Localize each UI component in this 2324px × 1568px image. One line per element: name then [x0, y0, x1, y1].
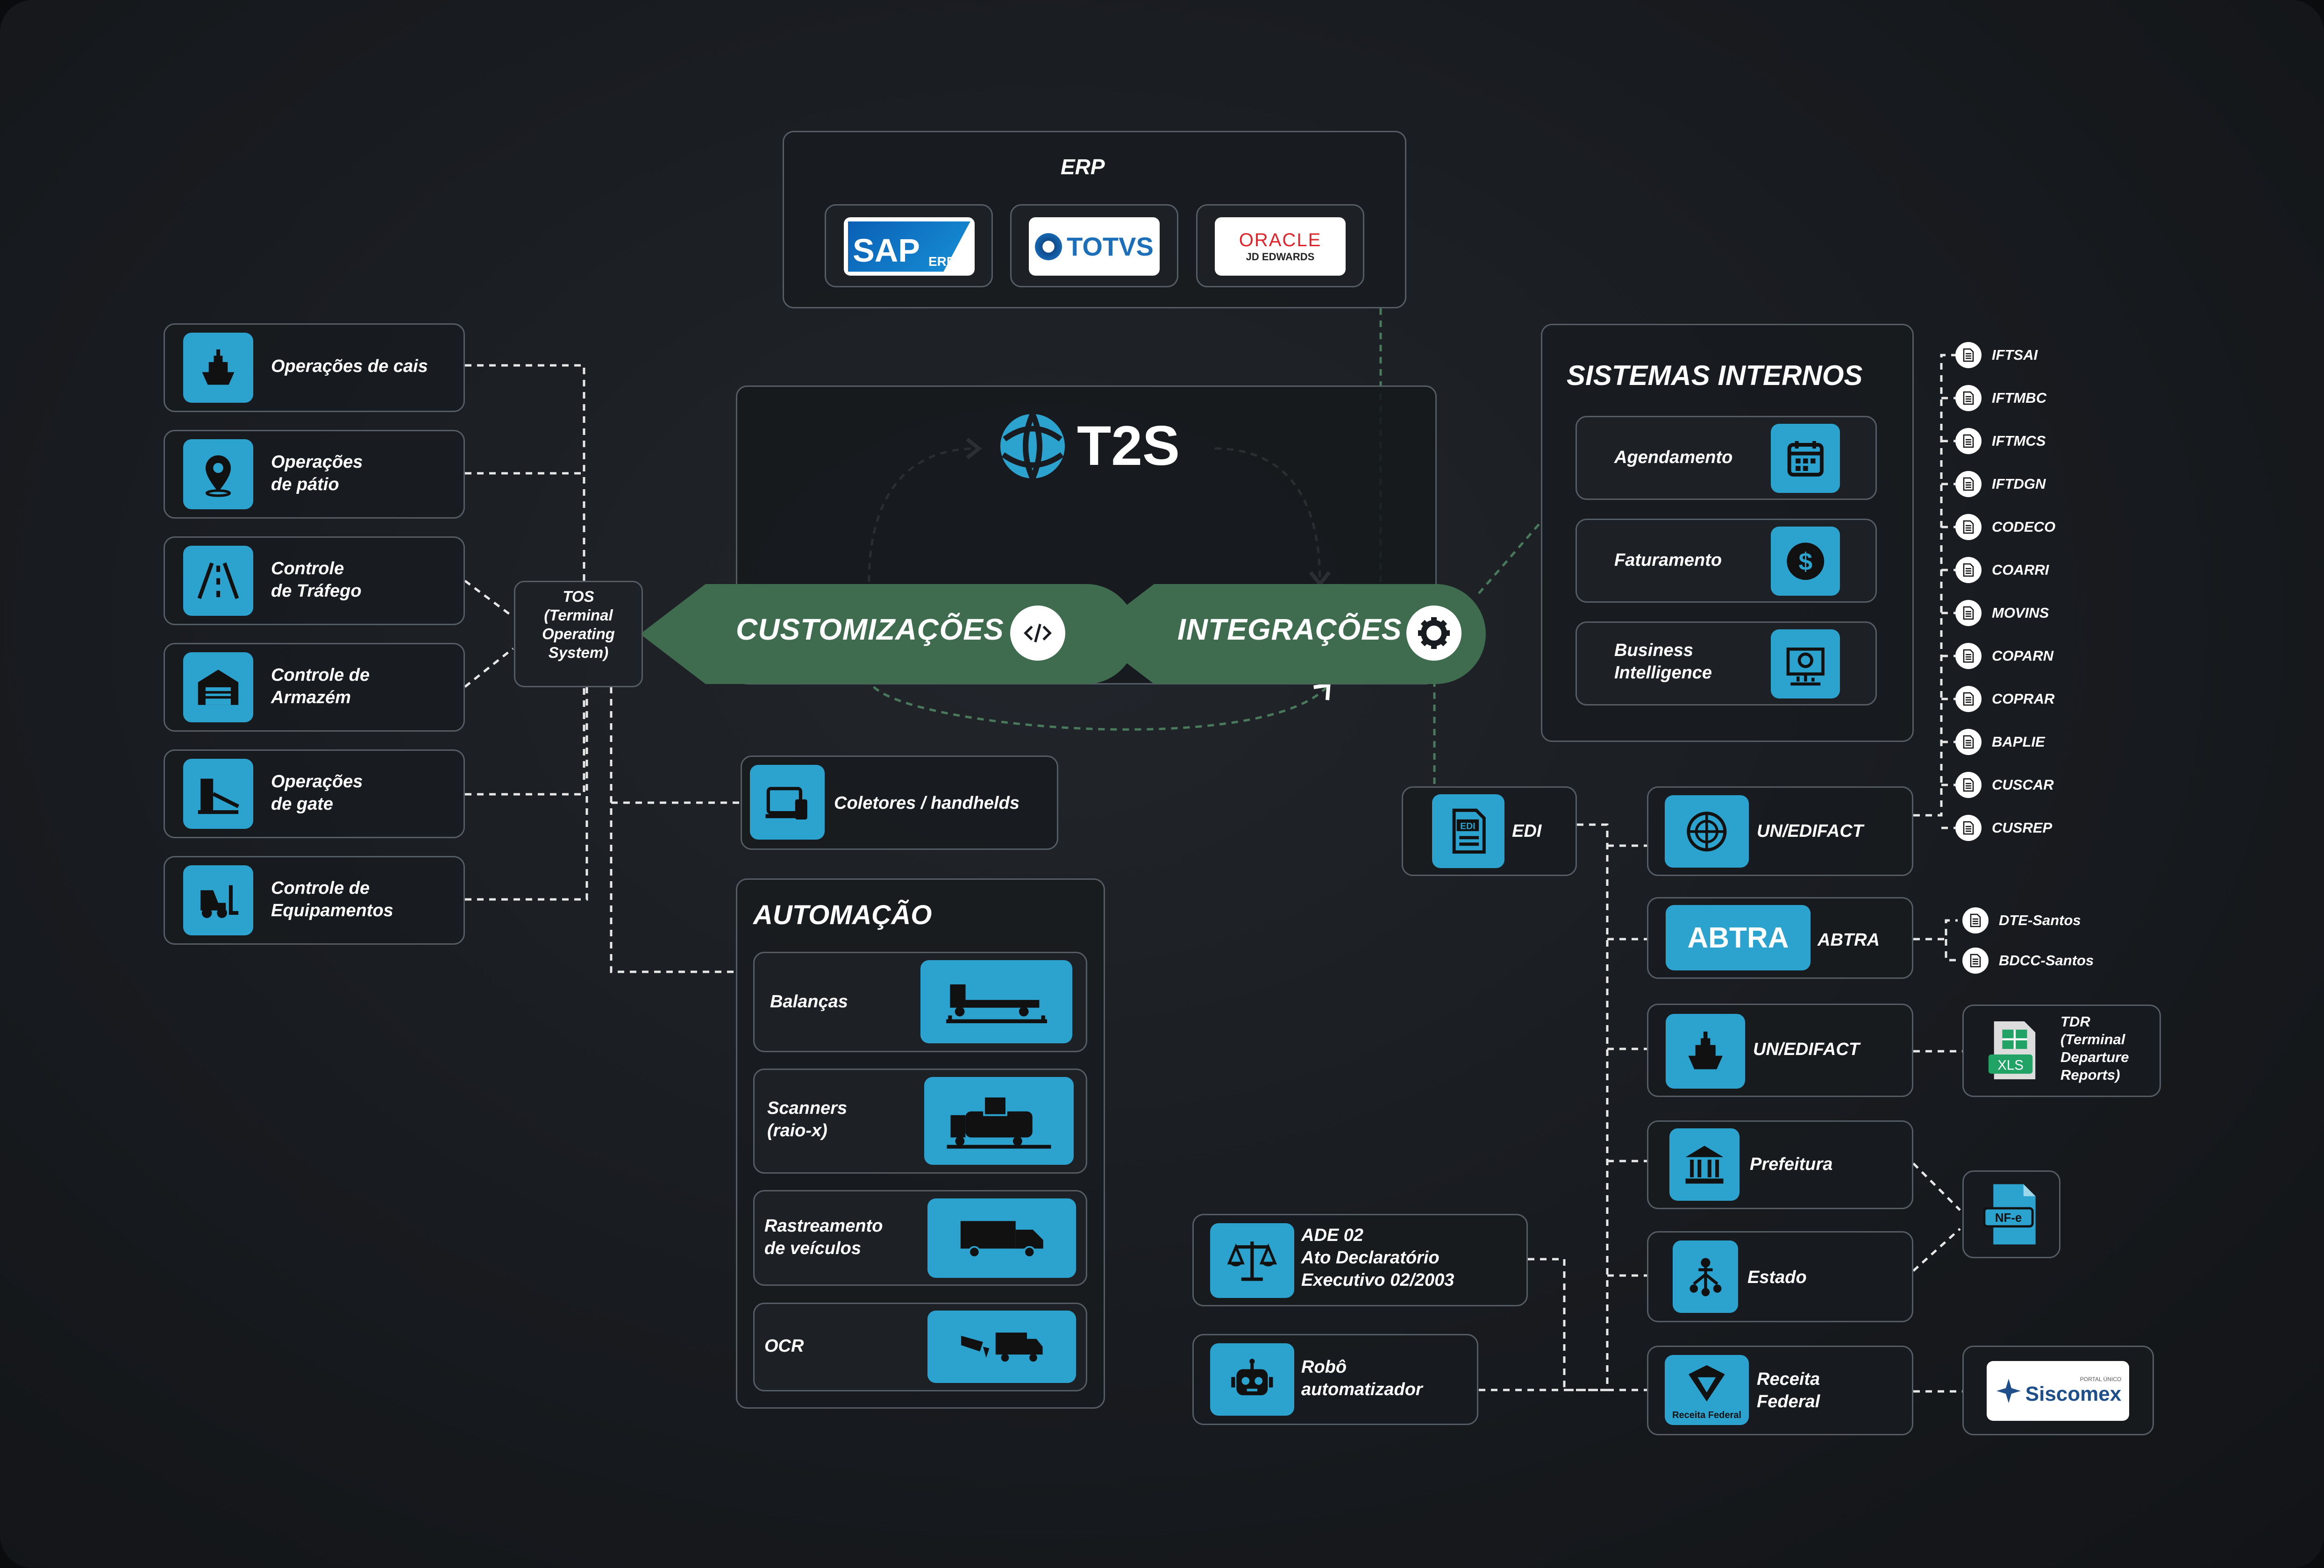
bi-presentation-icon	[1771, 629, 1840, 698]
siscomex-logo: PORTAL ÚNICO Siscomex	[1987, 1361, 2129, 1421]
xls-file-icon: XLS	[1986, 1019, 2041, 1082]
abtra-doc: DTE-Santos	[1962, 907, 2081, 934]
document-icon	[1955, 643, 1982, 669]
ade-label: ADE 02 Ato Declaratório Executivo 02/200…	[1301, 1226, 1454, 1290]
document-icon	[1955, 772, 1982, 798]
dollar-icon: $	[1771, 527, 1840, 596]
edifact-message: COPRAR	[1955, 686, 2054, 712]
edifact-message: COPARN	[1955, 643, 2053, 669]
nfe-file-icon: NF-e	[1981, 1181, 2042, 1247]
sistemas-internos-title: SISTEMAS INTERNOS	[1567, 360, 1863, 391]
op-label: Operações de cais	[271, 356, 428, 376]
op-label: Controle de Equipamentos	[271, 878, 393, 920]
document-icon	[1955, 514, 1982, 540]
abtra-logo: ABTRA	[1666, 905, 1811, 970]
document-icon	[1962, 907, 1989, 934]
truck-scale-icon	[920, 960, 1072, 1043]
document-icon	[1955, 557, 1982, 583]
edi-target-label: ABTRA	[1818, 930, 1880, 950]
document-icon	[1955, 342, 1982, 368]
truck-icon	[927, 1198, 1076, 1278]
warehouse-icon	[183, 652, 253, 722]
devices-icon	[750, 765, 825, 840]
road-icon	[183, 546, 253, 616]
edi-target-label: UN/EDIFACT	[1757, 821, 1863, 841]
edifact-message: BAPLIE	[1955, 729, 2045, 755]
automacao-label: OCR	[764, 1336, 804, 1356]
edifact-message: COARRI	[1955, 557, 2049, 583]
edi-target-label: Receita Federal	[1757, 1369, 1820, 1411]
ship-icon	[183, 333, 253, 403]
document-icon	[1955, 729, 1982, 755]
edi-target-label: Prefeitura	[1750, 1155, 1833, 1174]
svg-text:EDI: EDI	[1460, 821, 1476, 832]
sistema-label: Business Intelligence	[1614, 641, 1712, 683]
edifact-message: IFTMCS	[1955, 428, 2046, 454]
op-label: Controle de Tráfego	[271, 559, 362, 601]
government-building-icon	[1669, 1128, 1739, 1201]
edifact-message: MOVINS	[1955, 600, 2049, 626]
calendar-icon	[1771, 424, 1840, 493]
edifact-message: IFTMBC	[1955, 385, 2046, 411]
op-label: Operações de gate	[271, 772, 363, 814]
pill-arrows	[640, 584, 1486, 684]
robo-label: Robô automatizador	[1301, 1357, 1423, 1399]
automacao-label: Balanças	[770, 992, 848, 1012]
op-label: Controle de Armazém	[271, 665, 370, 707]
gate-icon	[183, 759, 253, 829]
forklift-icon	[183, 865, 253, 935]
document-icon	[1955, 428, 1982, 454]
document-icon	[1955, 815, 1982, 841]
map-pin-icon	[183, 439, 253, 509]
automacao-label: Rastreamento de veículos	[764, 1216, 883, 1258]
document-icon	[1955, 686, 1982, 712]
t2s-logo-icon	[998, 411, 1068, 481]
gear-icon	[1406, 606, 1461, 661]
integracoes-label: INTEGRAÇÕES	[1177, 613, 1402, 646]
edi-target-label: UN/EDIFACT	[1753, 1040, 1860, 1059]
edi-label: EDI	[1512, 821, 1542, 841]
coletores-label: Coletores / handhelds	[834, 793, 1019, 813]
totvs-logo: TOTVS	[1029, 217, 1160, 276]
edi-file-icon: EDI	[1432, 794, 1504, 868]
document-icon	[1955, 385, 1982, 411]
svg-text:NF-e: NF-e	[1995, 1212, 2022, 1225]
hierarchy-icon	[1673, 1240, 1738, 1313]
document-icon	[1955, 600, 1982, 626]
code-icon	[1010, 606, 1065, 661]
edifact-message: IFTSAI	[1955, 342, 2038, 368]
robot-icon	[1210, 1343, 1294, 1416]
svg-text:XLS: XLS	[1997, 1057, 2024, 1073]
t2s-brand: T2S	[1077, 414, 1180, 477]
tdr-label: TDR (Terminal Departure Reports)	[2060, 1013, 2129, 1083]
edifact-message: CUSREP	[1955, 815, 2052, 841]
tos-box[interactable]	[514, 581, 643, 687]
document-icon	[1962, 948, 1989, 974]
svg-text:$: $	[1798, 548, 1812, 576]
sap-logo: SAP ERP	[844, 217, 975, 276]
automacao-title: AUTOMAÇÃO	[753, 900, 932, 930]
edifact-message: CODECO	[1955, 514, 2055, 540]
customizacoes-label: CUSTOMIZAÇÕES	[736, 613, 1004, 646]
truck-scanner-icon	[924, 1077, 1074, 1165]
tos-label: TOS (Terminal Operating System)	[542, 588, 615, 661]
op-label: Operações de pátio	[271, 452, 363, 494]
edi-target-label: Estado	[1747, 1268, 1807, 1287]
sistema-label: Faturamento	[1614, 550, 1722, 570]
receita-federal-logo: Receita Federal	[1665, 1355, 1749, 1425]
automacao-label: Scanners (raio-x)	[767, 1098, 848, 1140]
camera-truck-icon	[927, 1311, 1076, 1383]
abtra-doc: BDCC-Santos	[1962, 948, 2094, 974]
scales-icon	[1210, 1223, 1294, 1298]
oracle-logo: ORACLE JD EDWARDS	[1215, 217, 1346, 276]
edifact-message: CUSCAR	[1955, 772, 2054, 798]
erp-title: ERP	[1061, 155, 1105, 179]
ship-icon	[1666, 1014, 1745, 1089]
sistema-label: Agendamento	[1614, 448, 1733, 467]
un-emblem-icon	[1665, 795, 1749, 868]
edifact-message: IFTDGN	[1955, 471, 2046, 497]
document-icon	[1955, 471, 1982, 497]
